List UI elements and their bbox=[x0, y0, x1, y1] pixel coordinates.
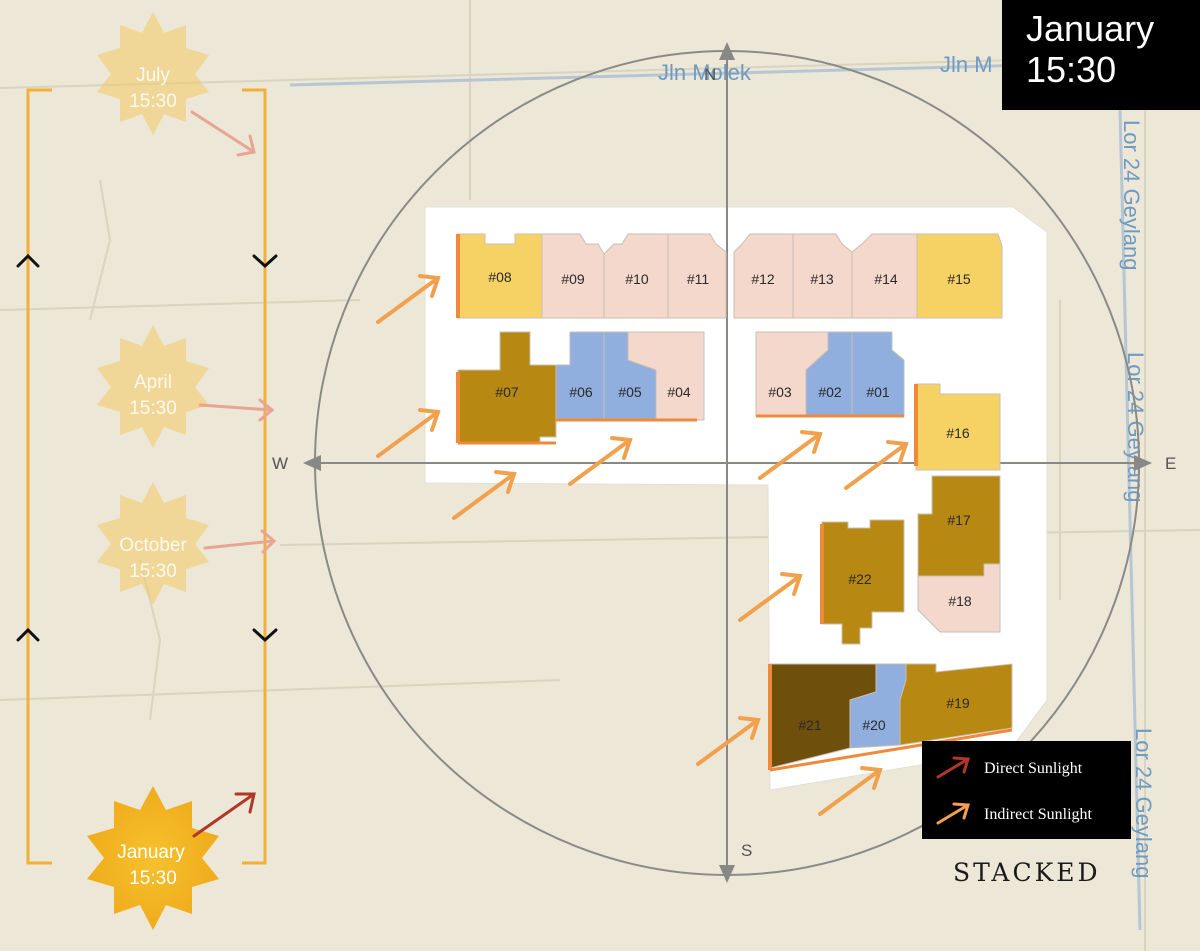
unit-label-20: #20 bbox=[862, 717, 886, 733]
road-label-lor-24-geylang-1: Lor 24 Geylang bbox=[1119, 120, 1144, 270]
unit-block-east bbox=[915, 383, 1001, 633]
brand-logo: STACKED bbox=[953, 858, 1101, 887]
road-label-lor-24-geylang-2: Lor 24 Geylang bbox=[1123, 352, 1148, 502]
unit-18 bbox=[917, 563, 1001, 633]
direct-sun-ray-arrow bbox=[192, 792, 256, 838]
unit-label-06: #06 bbox=[569, 384, 593, 400]
sun-label-july-time: 15:30 bbox=[129, 91, 177, 112]
sun-label-july-month: July bbox=[136, 65, 170, 86]
unit-10 bbox=[603, 233, 669, 319]
unit-label-05: #05 bbox=[618, 384, 642, 400]
sun-ray-arrows-faded bbox=[190, 110, 277, 554]
faded-arrow-icon bbox=[190, 110, 256, 157]
unit-label-07: #07 bbox=[495, 384, 519, 400]
compass-w: W bbox=[272, 454, 288, 473]
units-19-21-lit-edge bbox=[769, 728, 1013, 772]
unit-row-north bbox=[457, 233, 1003, 319]
legend-direct: Direct Sunlight bbox=[922, 747, 1131, 787]
current-time-badge: January 15:30 bbox=[1002, 0, 1200, 110]
sun-label-october-time: 15:30 bbox=[129, 561, 177, 582]
sun-label-january-time: 15:30 bbox=[129, 868, 177, 889]
direct-arrow-icon bbox=[936, 756, 970, 779]
unit-22 bbox=[821, 519, 905, 645]
unit-labels: #08 #09 #10 #11 #12 #13 #14 #15 #07 #06 … bbox=[488, 269, 972, 733]
faded-arrow-icon bbox=[198, 398, 275, 422]
orange-arrow-icon bbox=[818, 766, 883, 816]
sun-label-january-month: January bbox=[117, 842, 185, 863]
orange-arrow-icon bbox=[376, 274, 441, 324]
sun-icon-october bbox=[97, 482, 209, 605]
unit-19 bbox=[899, 663, 1013, 746]
sun-label-april-month: April bbox=[134, 372, 172, 393]
indirect-sunlight-arrows bbox=[376, 274, 909, 816]
unit-label-14: #14 bbox=[874, 271, 898, 287]
unit-label-17: #17 bbox=[947, 512, 971, 528]
road-label-jln-m: Jln M bbox=[940, 52, 993, 77]
orange-arrow-icon bbox=[758, 430, 823, 480]
sun-labels: July 15:30 April 15:30 October 15:30 Jan… bbox=[117, 65, 187, 889]
unit-label-04: #04 bbox=[667, 384, 691, 400]
unit-row-middle-left bbox=[457, 331, 705, 444]
sun-label-april-time: 15:30 bbox=[129, 398, 177, 419]
legend-indirect: Indirect Sunlight bbox=[922, 793, 1131, 833]
unit-15 bbox=[916, 233, 1003, 319]
compass-arrowheads bbox=[303, 42, 1152, 883]
unit-label-13: #13 bbox=[810, 271, 834, 287]
orange-arrow-icon bbox=[376, 408, 441, 458]
unit-label-08: #08 bbox=[488, 269, 512, 285]
current-month: January bbox=[1026, 8, 1155, 49]
compass-n: N bbox=[704, 65, 716, 84]
unit-label-21: #21 bbox=[798, 717, 822, 733]
unit-block-south bbox=[769, 519, 1013, 769]
unit-label-02: #02 bbox=[818, 384, 842, 400]
unit-label-15: #15 bbox=[947, 271, 971, 287]
unit-label-22: #22 bbox=[848, 571, 872, 587]
unit-label-11: #11 bbox=[687, 271, 710, 287]
unit-label-09: #09 bbox=[561, 271, 585, 287]
sunlight-legend: Direct Sunlight Indirect Sunlight bbox=[922, 741, 1131, 839]
orange-arrow-icon bbox=[452, 470, 517, 520]
orange-arrow-icon bbox=[696, 716, 761, 766]
compass-e: E bbox=[1165, 454, 1176, 473]
chevron-up-icon bbox=[16, 253, 40, 268]
unit-label-19: #19 bbox=[946, 695, 970, 711]
orange-arrow-icon bbox=[738, 572, 803, 622]
road-label-lor-24-geylang-3: Lor 24 Geylang bbox=[1131, 728, 1156, 878]
unit-label-01: #01 bbox=[866, 384, 890, 400]
season-timeline bbox=[26, 88, 267, 865]
unit-label-16: #16 bbox=[946, 425, 970, 441]
unit-07 bbox=[457, 331, 557, 444]
indirect-arrow-icon bbox=[936, 802, 970, 825]
sun-icon-january bbox=[87, 786, 219, 930]
orange-arrow-icon bbox=[568, 436, 633, 486]
unit-09 bbox=[541, 233, 605, 319]
sun-icon-april bbox=[97, 325, 209, 448]
unit-label-10: #10 bbox=[625, 271, 649, 287]
compass-s: S bbox=[741, 841, 752, 860]
timeline-chevrons bbox=[16, 253, 278, 643]
chevron-up-icon bbox=[16, 627, 40, 642]
chevron-down-icon bbox=[252, 254, 278, 269]
unit-row-middle-right bbox=[755, 331, 905, 417]
sun-icon-july bbox=[97, 12, 209, 135]
chevron-down-icon bbox=[252, 628, 278, 643]
road-label-jln-molek: Jln Molek bbox=[658, 60, 752, 85]
sun-label-october-month: October bbox=[119, 535, 187, 556]
compass-axes bbox=[315, 55, 1140, 870]
unit-label-18: #18 bbox=[948, 593, 972, 609]
unit-label-12: #12 bbox=[751, 271, 775, 287]
legend-direct-label: Direct Sunlight bbox=[984, 760, 1083, 777]
road-lines bbox=[289, 63, 1142, 931]
unit-11 bbox=[667, 233, 727, 319]
current-time: 15:30 bbox=[1026, 49, 1117, 90]
orange-arrow-icon bbox=[844, 440, 909, 490]
unit-08 bbox=[457, 233, 543, 319]
legend-indirect-label: Indirect Sunlight bbox=[984, 806, 1092, 823]
unit-label-03: #03 bbox=[768, 384, 792, 400]
faded-arrow-icon bbox=[203, 529, 277, 554]
unit-16 bbox=[915, 383, 1001, 471]
